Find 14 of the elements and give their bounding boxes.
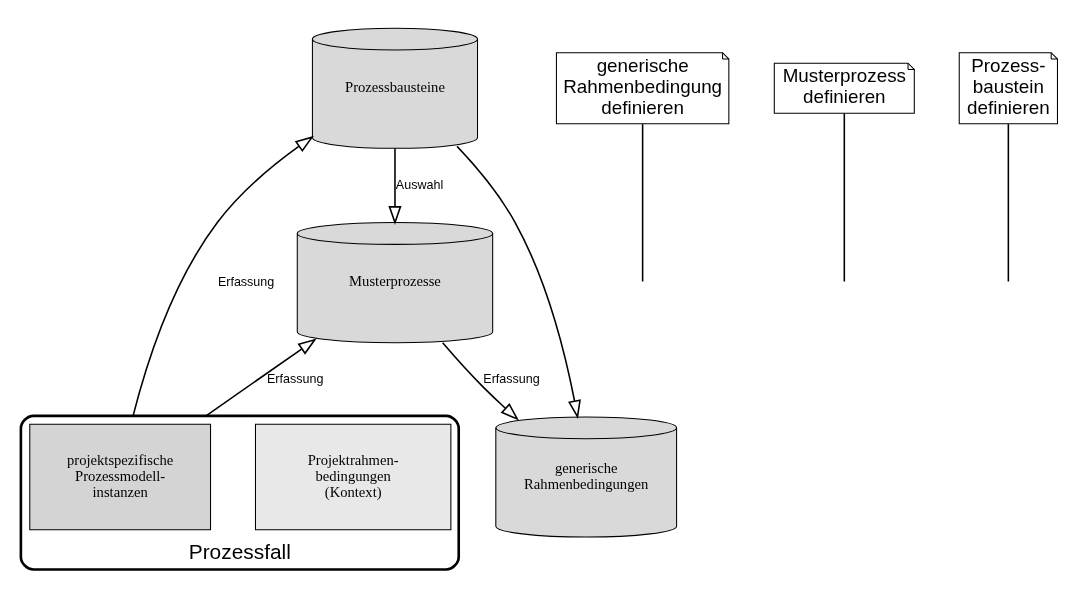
edge-label: Erfassung: [483, 371, 540, 386]
arrow: [388, 147, 402, 225]
node-box: Projektrahmen- bedingungen (Kontext): [254, 423, 452, 530]
edge-label: Erfassung: [267, 371, 324, 386]
arrow: [441, 341, 520, 421]
arrow: [205, 337, 317, 417]
connector: [843, 112, 846, 282]
arrow: [456, 145, 581, 419]
connector: [641, 122, 644, 282]
node-box: projektspezifische Prozessmodell- instanzen: [29, 423, 212, 530]
edge-label: Auswahl: [395, 177, 444, 192]
arrow: [132, 135, 314, 417]
edge-label: Erfassung: [217, 274, 275, 289]
connector: [1007, 122, 1010, 282]
